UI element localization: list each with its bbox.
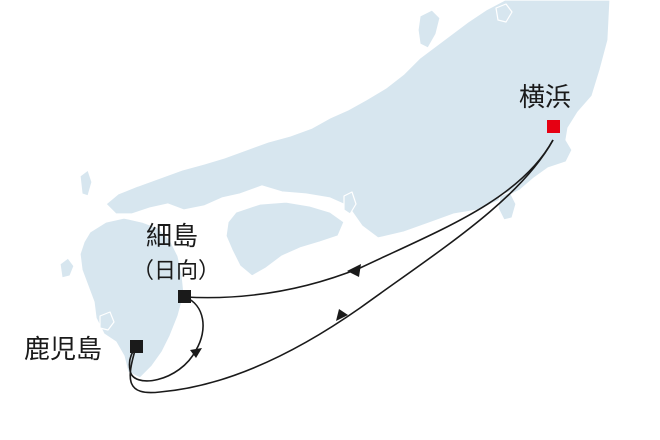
land-amakusa-islands xyxy=(99,311,115,331)
direction-arrow-eastbound xyxy=(336,309,348,321)
land-noto-peninsula xyxy=(417,9,441,49)
land-goto-islands xyxy=(59,257,75,279)
land-shikoku xyxy=(225,201,345,277)
route-hososhima-to-kagoshima xyxy=(128,296,204,382)
land-awaji-island xyxy=(343,191,357,215)
land-sado-island xyxy=(495,3,513,23)
land-honshu xyxy=(105,0,611,239)
land-kyushu xyxy=(79,217,185,379)
direction-arrow-westbound xyxy=(347,264,361,277)
land-izu-peninsula xyxy=(497,191,517,221)
port-marker-yokohama xyxy=(547,120,560,133)
port-sublabel-hyuga: （日向） xyxy=(132,259,220,284)
port-marker-kagoshima xyxy=(130,340,143,353)
route-kagoshima-to-yokohama xyxy=(129,139,554,394)
port-label-kagoshima: 鹿児島 xyxy=(24,335,102,365)
direction-arrow-southbound xyxy=(190,348,202,358)
land-tsushima-island xyxy=(79,169,93,197)
port-label-hososhima: 細島 xyxy=(146,222,198,252)
port-marker-hososhima xyxy=(178,290,191,303)
port-label-yokohama: 横浜 xyxy=(519,83,571,113)
